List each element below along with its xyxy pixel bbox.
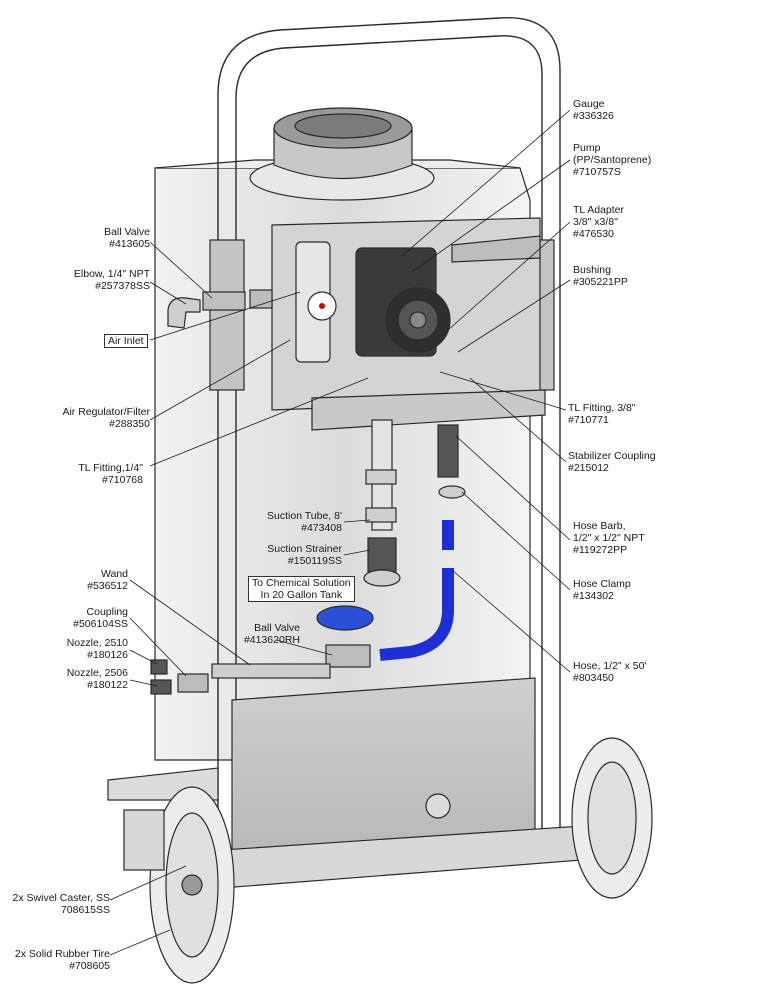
leader-lines (109, 109, 571, 956)
coupling (177, 673, 209, 693)
label-ball-valve-bottom: Ball Valve#413620RH (243, 622, 300, 646)
label-elbow: Elbow, 1/4" NPT#257378SS (73, 268, 150, 292)
label-air-inlet: Air Inlet (104, 334, 148, 348)
label-air-regulator: Air Regulator/Filter#288350 (62, 406, 150, 430)
ball-valve-bottom (325, 644, 371, 668)
label-nozzle-2510: Nozzle, 2510#180126 (66, 637, 128, 661)
label-tire: 2x Solid Rubber Tire#708605 (14, 948, 110, 972)
label-coupling: Coupling#506104SS (73, 606, 128, 630)
wand (211, 663, 331, 679)
label-bushing: Bushing#305221PP (573, 264, 628, 288)
label-ball-valve-top: Ball Valve#413605 (104, 226, 150, 250)
front-plate (231, 677, 536, 851)
hose-barb (437, 424, 459, 478)
nozzle-2510 (150, 659, 168, 675)
shelf (311, 389, 546, 431)
label-suction-tube: Suction Tube, 8'#473408 (267, 510, 342, 534)
suction-strainer (367, 537, 397, 573)
cart-handle (217, 17, 561, 880)
ball-valve-handle (316, 605, 374, 631)
nozzle-2506 (150, 679, 172, 695)
hose-clamp (438, 485, 466, 499)
label-wand: Wand#536512 (87, 568, 128, 592)
elbow-fitting (167, 297, 201, 329)
label-tl-fitting-38: TL Fitting, 3/8"#710771 (568, 402, 636, 426)
label-stabilizer: Stabilizer Coupling#215012 (568, 450, 656, 474)
label-hose-barb: Hose Barb,1/2" x 1/2" NPT#119272PP (573, 520, 645, 556)
label-hose: Hose, 1/2" x 50'#803450 (573, 660, 647, 684)
label-gauge: Gauge#336326 (573, 98, 614, 122)
label-hose-clamp: Hose Clamp#134302 (573, 578, 631, 602)
label-suction-strainer: Suction Strainer#150119SS (267, 543, 342, 567)
swivel-caster (123, 809, 165, 871)
ball-valve-top (202, 291, 246, 311)
label-pump: Pump(PP/Santoprene)#710757S (573, 142, 652, 178)
label-nozzle-2506: Nozzle, 2506#180122 (66, 667, 128, 691)
label-tl-fitting-14: TL Fitting,1/4"#710768 (78, 462, 143, 486)
